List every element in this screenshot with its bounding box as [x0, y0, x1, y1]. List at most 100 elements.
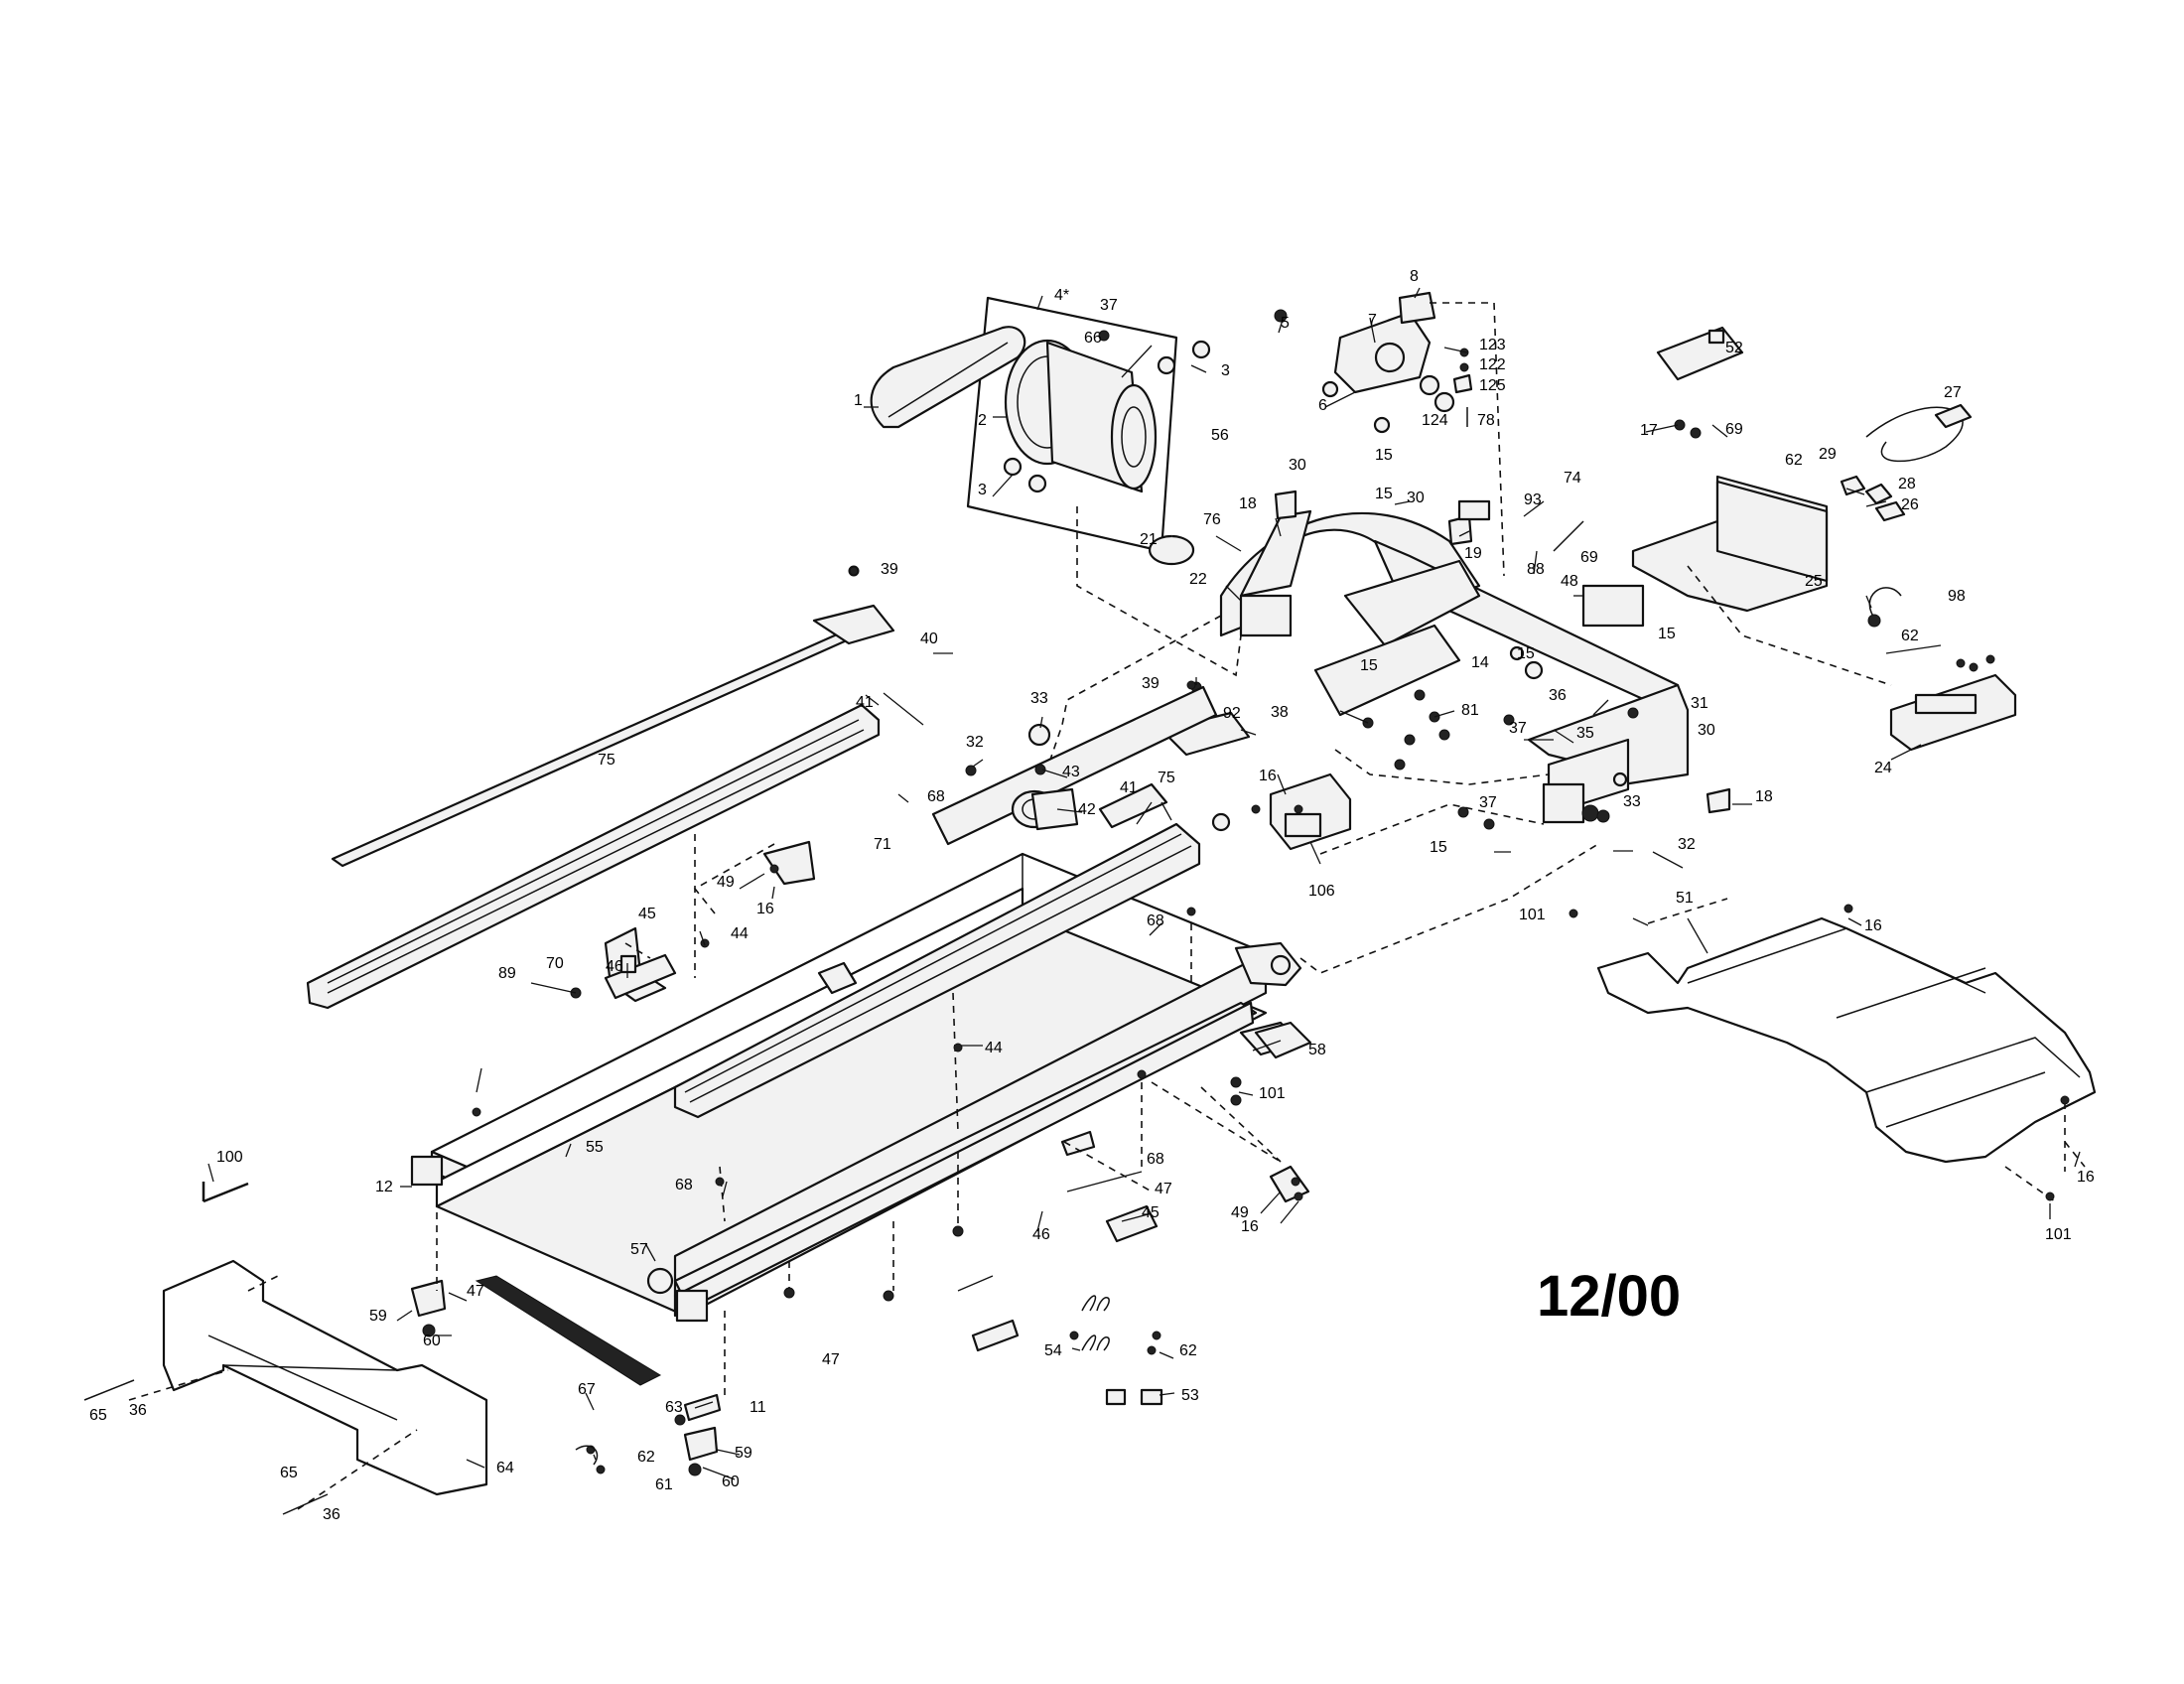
- part-label-39: 39: [1142, 675, 1160, 692]
- part-label-106: 106: [1308, 883, 1335, 900]
- part-label-16: 16: [2077, 1169, 2095, 1186]
- part-label-56: 56: [1211, 427, 1229, 444]
- center-rails: [673, 782, 1201, 1119]
- part-label-38: 38: [1271, 704, 1289, 721]
- part-label-15: 15: [1360, 657, 1378, 674]
- part-label-60: 60: [722, 1474, 740, 1490]
- part-label-69: 69: [1580, 549, 1598, 566]
- date-code: 12/00: [1537, 1264, 1681, 1329]
- part-label-64: 64: [496, 1460, 514, 1476]
- part-label-68: 68: [927, 788, 945, 805]
- part-label-28: 28: [1898, 476, 1916, 492]
- part-label-15: 15: [1658, 626, 1676, 642]
- treadmill-deck: [410, 685, 1302, 1323]
- rear-grill: [475, 1275, 662, 1386]
- part-label-36: 36: [323, 1506, 341, 1523]
- part-label-123: 123: [1479, 337, 1506, 353]
- part-label-54: 54: [1044, 1342, 1062, 1359]
- part-label-36: 36: [129, 1402, 147, 1419]
- part-label-59: 59: [735, 1445, 752, 1462]
- part-label-45: 45: [1142, 1204, 1160, 1221]
- part-label-62: 62: [1785, 452, 1803, 469]
- part-label-37: 37: [1509, 720, 1527, 737]
- part-label-2: 2: [978, 412, 987, 429]
- part-label-30: 30: [1698, 722, 1715, 739]
- part-label-29: 29: [1819, 446, 1837, 463]
- part-label-75: 75: [1158, 770, 1175, 786]
- part-label-18: 18: [1755, 788, 1773, 805]
- rear-end-cap: [162, 1259, 488, 1496]
- misc-small-parts: [83, 1295, 1163, 1515]
- part-label-30: 30: [1289, 457, 1306, 474]
- part-label-67: 67: [578, 1381, 596, 1398]
- part-label-61: 61: [655, 1476, 673, 1493]
- part-label-16: 16: [756, 901, 774, 917]
- part-label-57: 57: [630, 1241, 648, 1258]
- assembly-dashed-lines: [128, 302, 2086, 1510]
- part-label-16: 16: [1259, 768, 1277, 784]
- part-label-41: 41: [1120, 779, 1138, 796]
- part-label-15: 15: [1430, 839, 1447, 856]
- front-roller-parts: [965, 723, 1352, 851]
- part-label-58: 58: [1308, 1042, 1326, 1058]
- part-label-70: 70: [546, 955, 564, 972]
- part-label-78: 78: [1477, 412, 1495, 429]
- part-label-15: 15: [1375, 447, 1393, 464]
- part-label-46: 46: [1032, 1226, 1050, 1243]
- part-label-101: 101: [1259, 1085, 1286, 1102]
- part-label-11: 11: [750, 1399, 766, 1416]
- part-label-17: 17: [1640, 422, 1658, 439]
- controller-electronics: [1631, 326, 2017, 752]
- part-label-68: 68: [1147, 1151, 1164, 1168]
- part-label-59: 59: [369, 1308, 387, 1325]
- part-label-18: 18: [1239, 495, 1257, 512]
- part-label-43: 43: [1062, 764, 1080, 780]
- part-label-37: 37: [1100, 297, 1118, 314]
- part-label-3: 3: [1221, 362, 1230, 379]
- part-label-22: 22: [1189, 571, 1207, 588]
- part-label-75: 75: [598, 752, 615, 769]
- part-label-125: 125: [1479, 377, 1506, 394]
- part-label-33: 33: [1030, 690, 1048, 707]
- part-label-5: 5: [1281, 315, 1290, 332]
- part-label-32: 32: [1678, 836, 1696, 853]
- part-label-62: 62: [1179, 1342, 1197, 1359]
- part-label-62: 62: [637, 1449, 655, 1466]
- part-label-68: 68: [1147, 912, 1164, 929]
- incline-motor-bracket: [1274, 291, 1473, 434]
- part-label-51: 51: [1676, 890, 1694, 907]
- part-label-98: 98: [1948, 588, 1966, 605]
- part-label-46: 46: [606, 958, 623, 975]
- part-label-68: 68: [675, 1177, 693, 1193]
- part-label-24: 24: [1874, 760, 1892, 776]
- part-label-100: 100: [216, 1149, 243, 1166]
- part-label-41: 41: [856, 694, 874, 711]
- part-label-21: 21: [1140, 531, 1158, 548]
- part-label-35: 35: [1576, 725, 1594, 742]
- main-frame: [1219, 490, 1731, 824]
- part-label-101: 101: [2045, 1226, 2072, 1243]
- part-label-3: 3: [978, 482, 987, 498]
- part-label-40: 40: [920, 631, 938, 647]
- fasteners: [472, 566, 2070, 1474]
- rear-feet: [410, 1279, 722, 1476]
- part-label-36: 36: [1549, 687, 1567, 704]
- part-label-65: 65: [280, 1465, 298, 1481]
- part-label-92: 92: [1223, 705, 1241, 722]
- part-label-15: 15: [1517, 645, 1535, 662]
- part-label-66: 66: [1084, 330, 1102, 347]
- drive-belt: [870, 326, 1026, 429]
- part-label-63: 63: [665, 1399, 683, 1416]
- part-label-1: 1: [854, 392, 863, 409]
- part-label-76: 76: [1203, 511, 1221, 528]
- motor-assembly: [870, 296, 1211, 566]
- part-label-44: 44: [985, 1040, 1003, 1056]
- part-label-47: 47: [1155, 1181, 1172, 1197]
- part-label-27: 27: [1944, 384, 1962, 401]
- part-label-122: 122: [1479, 356, 1506, 373]
- part-label-49: 49: [717, 874, 735, 891]
- part-label-45: 45: [638, 906, 656, 922]
- part-label-124: 124: [1422, 412, 1448, 429]
- part-label-31: 31: [1691, 695, 1708, 712]
- part-label-60: 60: [423, 1333, 441, 1349]
